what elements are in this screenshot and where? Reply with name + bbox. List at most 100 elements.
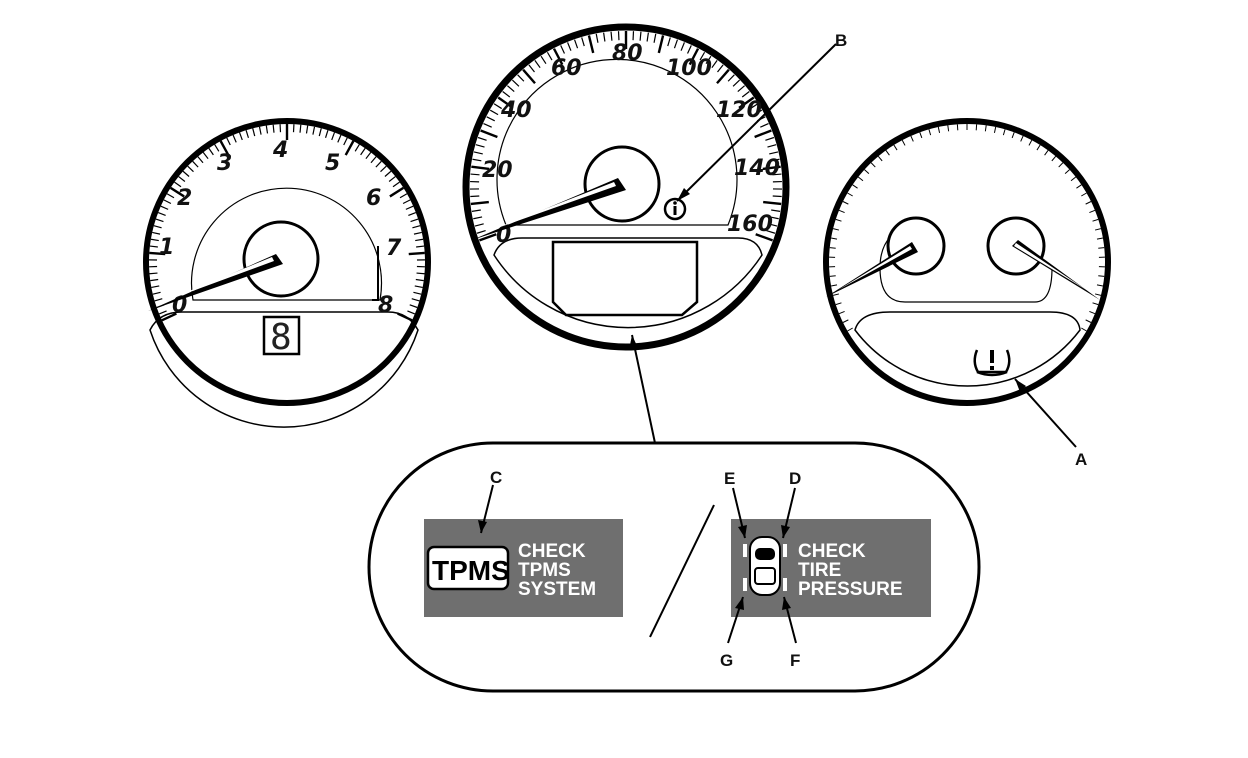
minor-tick: [202, 151, 209, 160]
minor-tick: [750, 103, 759, 110]
tpms-badge-box: [426, 545, 510, 591]
minor-tick: [413, 291, 422, 295]
minor-tick: [699, 51, 706, 61]
major-tick: [587, 35, 595, 54]
minor-tick: [214, 144, 220, 152]
minor-tick: [1081, 327, 1087, 332]
minor-tick: [312, 126, 316, 135]
gear-indicator-digit: 8: [270, 317, 292, 358]
minor-tick: [771, 209, 781, 212]
minor-tick: [473, 216, 483, 220]
minor-tick: [667, 37, 671, 47]
minor-tick: [1020, 135, 1024, 142]
major-tick: [389, 186, 405, 198]
minor-tick: [1098, 247, 1105, 249]
tachometer-label-3: 3: [217, 151, 232, 176]
minor-tick: [680, 42, 685, 51]
minor-tick: [384, 170, 392, 177]
tachometer-label-7: 7: [386, 236, 402, 261]
display-detail-bubble: TPMS CHECK TPMS SYSTEM CHECK TIRE PRESSU…: [367, 441, 981, 693]
minor-tick: [208, 147, 214, 156]
major-tick: [762, 165, 781, 171]
minor-tick: [835, 302, 842, 306]
minor-tick: [477, 136, 487, 141]
minor-tick: [517, 74, 525, 82]
major-tick: [754, 129, 772, 139]
minor-tick: [153, 225, 162, 229]
major-tick: [408, 251, 425, 256]
callout-label-f: F: [790, 651, 800, 670]
speedometer-lcd-window: [551, 240, 699, 317]
divider-slash: [649, 504, 715, 638]
minor-tick: [150, 278, 159, 282]
major-tick: [161, 312, 177, 322]
minor-tick: [265, 125, 269, 134]
minor-tick: [984, 125, 987, 132]
callout-label-d: D: [789, 469, 801, 488]
minor-tick: [192, 160, 199, 168]
tachometer-label-5: 5: [325, 151, 340, 176]
minor-tick: [392, 181, 400, 188]
major-tick: [755, 233, 774, 242]
major-tick: [738, 96, 755, 109]
minor-tick: [737, 85, 746, 92]
tire-front-left-icon: [743, 544, 747, 557]
minor-tick: [831, 284, 838, 287]
minor-tick: [160, 205, 169, 210]
minor-tick: [1011, 132, 1015, 139]
tire-message-line2: TIRE: [798, 560, 841, 581]
minor-tick: [414, 285, 423, 289]
major-tick: [219, 140, 230, 156]
minor-tick: [772, 173, 782, 176]
minor-tick: [838, 310, 845, 315]
minor-tick: [772, 195, 782, 198]
minor-tick: [768, 223, 778, 227]
minor-tick: [835, 218, 842, 222]
minor-tick: [155, 218, 164, 223]
tachometer-label-8: 8: [378, 293, 393, 318]
gear-indicator-box: [262, 315, 301, 356]
major-tick: [344, 140, 355, 156]
minor-tick: [174, 181, 182, 188]
minor-tick: [365, 151, 372, 160]
minor-tick: [1098, 275, 1105, 277]
minor-tick: [560, 45, 566, 54]
minor-tick: [1096, 284, 1103, 287]
minor-tick: [1002, 129, 1006, 136]
minor-tick: [402, 199, 411, 205]
minor-tick: [769, 216, 779, 220]
minor-tick: [252, 128, 256, 137]
minor-tick: [901, 139, 906, 146]
minor-tick: [574, 39, 579, 49]
minor-tick: [324, 130, 329, 139]
tire-pressure-message: CHECK TIRE PRESSURE: [731, 519, 931, 617]
minor-tick: [534, 60, 541, 69]
minor-tick: [163, 199, 172, 205]
minor-tick: [187, 165, 194, 173]
speedometer-label-100: 100: [666, 56, 712, 81]
tachometer-label-1: 1: [159, 235, 174, 260]
callout-label-g: G: [720, 651, 733, 670]
minor-tick: [197, 156, 204, 164]
minor-tick: [151, 285, 160, 289]
minor-tick: [157, 211, 166, 216]
minor-tick: [318, 128, 322, 137]
right-gauge-tick-marks: [829, 124, 1105, 332]
minor-tick: [486, 116, 496, 122]
minor-tick: [838, 209, 845, 214]
minor-tick: [407, 310, 416, 315]
minor-tick: [546, 51, 553, 61]
minor-tick: [474, 223, 484, 227]
minor-tick: [166, 193, 175, 199]
speedometer-label-60: 60: [551, 56, 582, 81]
minor-tick: [470, 173, 480, 176]
minor-tick: [870, 162, 876, 168]
minor-tick: [182, 170, 190, 177]
minor-tick: [158, 310, 167, 315]
major-tick: [480, 129, 498, 139]
tachometer-label-4: 4: [272, 138, 288, 163]
minor-tick: [831, 237, 838, 240]
minor-tick: [919, 132, 923, 139]
minor-tick: [489, 109, 499, 116]
minor-tick: [1076, 184, 1082, 189]
